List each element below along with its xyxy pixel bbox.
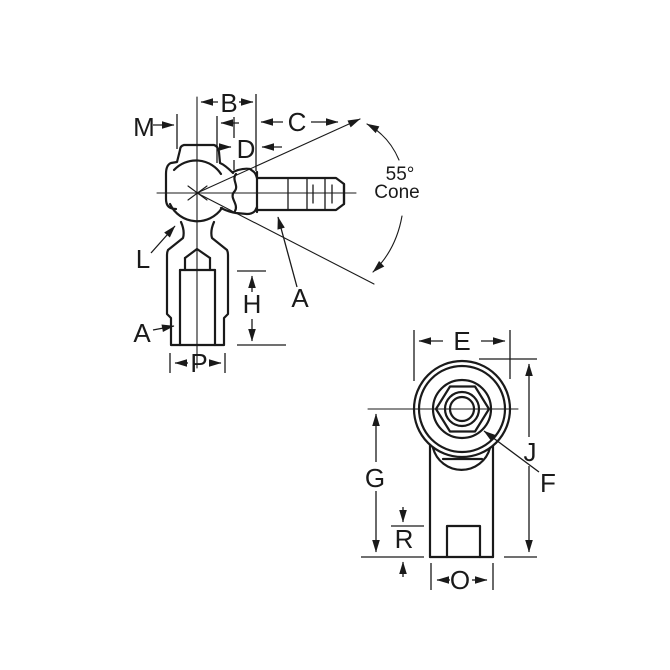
cone-arc-lower — [372, 215, 403, 273]
cone-arc-upper — [366, 123, 400, 161]
cone-upper-line — [196, 118, 361, 194]
dim-D: D — [219, 117, 282, 170]
cone-angle-construction — [196, 118, 403, 285]
shank-slot — [445, 524, 482, 559]
dim-label-m: M — [133, 112, 155, 142]
head-outer-circle — [412, 359, 512, 459]
ball-stud-break-line — [231, 172, 238, 213]
cone-angle-word: Cone — [374, 182, 419, 203]
dim-label-r: R — [395, 524, 414, 554]
thread-bore-circle — [448, 395, 476, 423]
head-rim-circle — [417, 364, 507, 454]
dim-R: R — [391, 507, 424, 577]
dim-label-l: L — [136, 244, 150, 274]
callout-A-stud: A — [277, 216, 309, 313]
shank-neck-and-body — [165, 220, 230, 347]
dim-label-f: F — [540, 468, 556, 498]
dim-label-h: H — [243, 289, 262, 319]
cone-angle-value: 55° — [386, 164, 415, 185]
dim-P: P — [169, 348, 226, 378]
dim-J: J — [479, 358, 537, 558]
callout-A-shank: A — [133, 318, 175, 348]
dim-label-b: B — [220, 88, 237, 118]
dim-label-p: P — [190, 348, 207, 378]
nut-chamfer-circle — [443, 390, 481, 428]
dim-label-a-stud: A — [291, 283, 309, 313]
ball-bottom-arc — [168, 202, 224, 223]
dim-E: E — [413, 326, 511, 381]
stud-seat-lower — [219, 205, 259, 216]
dim-label-d: D — [237, 134, 256, 164]
ball-lower-bulge — [431, 446, 492, 471]
thread-shaft-outline — [255, 176, 346, 212]
threaded-stud — [219, 167, 346, 216]
dim-G: G — [361, 413, 424, 558]
callout-F: F — [483, 430, 556, 498]
cone-lower-line — [196, 192, 375, 285]
dim-label-e: E — [453, 326, 470, 356]
dim-label-a-shank: A — [133, 318, 151, 348]
front-view: E J G R O — [361, 326, 556, 595]
ball-top-arc — [172, 159, 223, 176]
callout-L: L — [136, 225, 176, 274]
housing-and-shank-outline — [164, 143, 235, 347]
dim-label-c: C — [288, 107, 307, 137]
front-shank — [428, 443, 495, 559]
dim-B: B — [200, 88, 257, 171]
cone-angle-callout: 55° Cone — [374, 164, 419, 203]
ball-circle — [431, 378, 493, 440]
dim-H: H — [237, 270, 286, 346]
dim-label-j: J — [524, 437, 537, 467]
dim-label-o: O — [450, 565, 470, 595]
head-circles — [412, 359, 512, 459]
dim-O: O — [430, 563, 494, 595]
housing-outline — [164, 143, 235, 211]
side-view: M B C D H — [133, 88, 420, 378]
hex-nut — [434, 385, 491, 433]
dim-label-g: G — [365, 463, 385, 493]
internal-thread-bore — [178, 247, 217, 347]
dim-M: M — [133, 112, 239, 163]
dim-C: C — [260, 107, 339, 137]
drill-point — [183, 247, 212, 260]
